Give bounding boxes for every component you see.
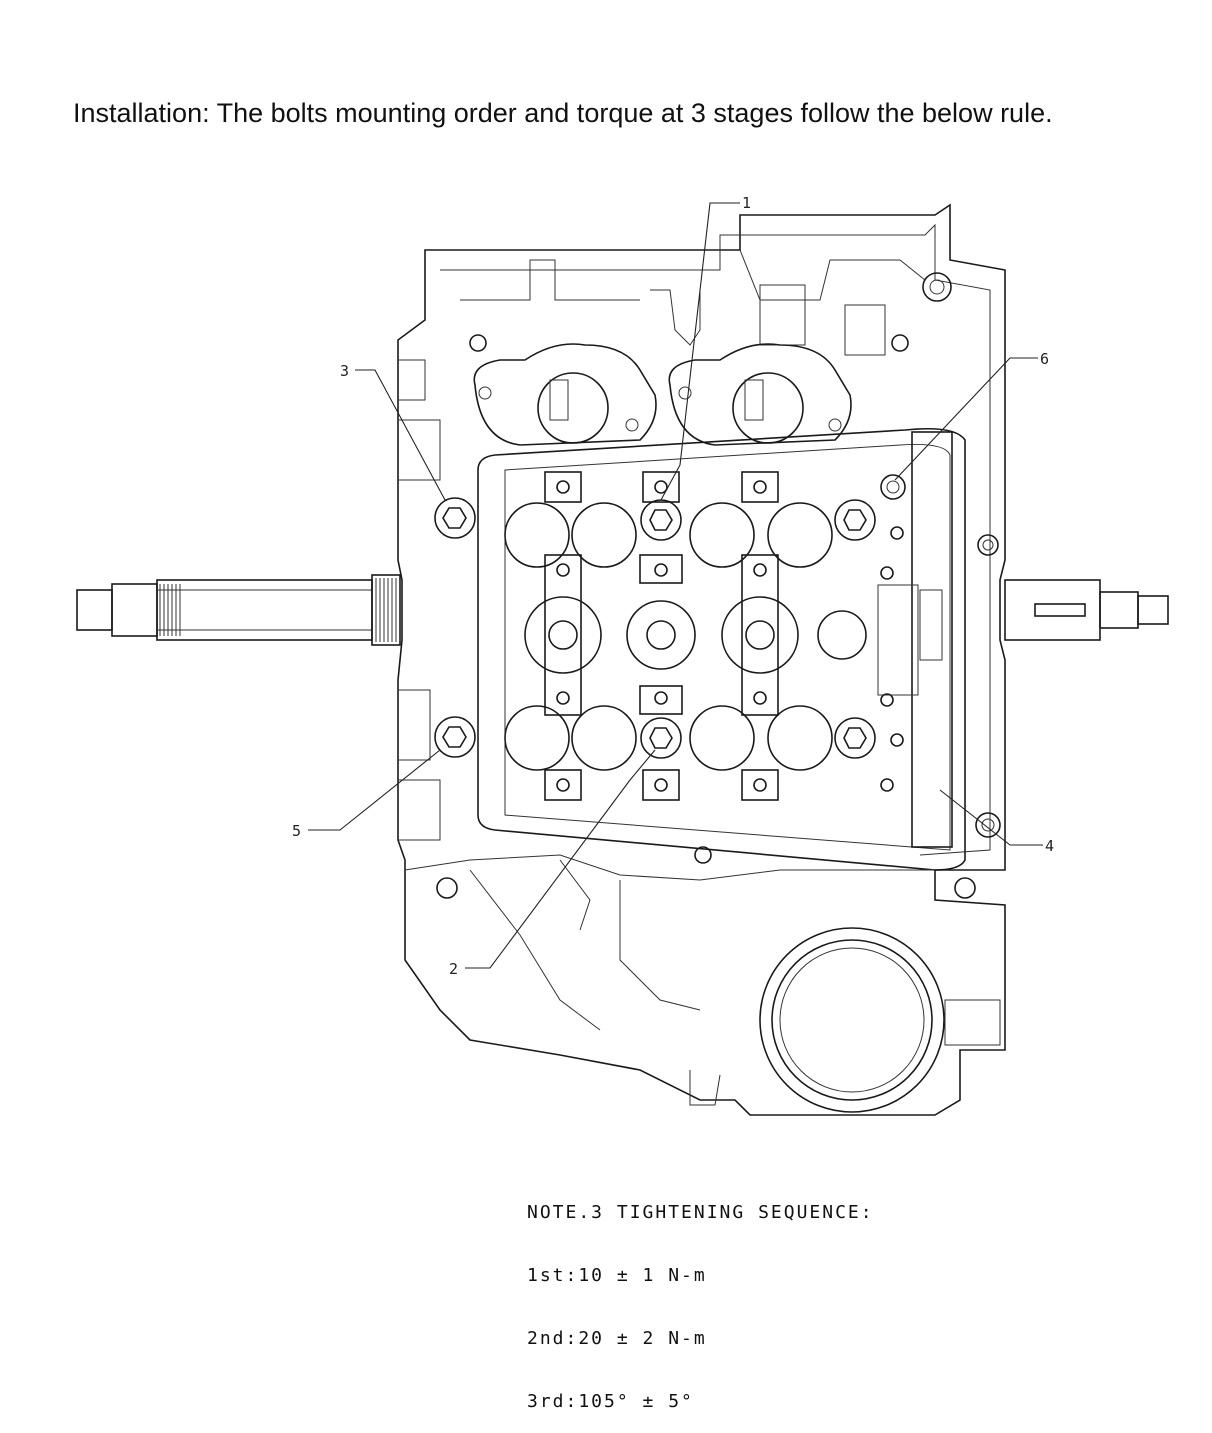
note-stage-1: 1st:10 ± 1 N-m — [527, 1265, 707, 1286]
spark-plug-bosses — [524, 596, 867, 674]
head-bolts — [434, 474, 1001, 838]
right-shaft — [1004, 579, 1169, 641]
callout-1: 1 — [742, 194, 751, 212]
tappets-bottom-row — [504, 705, 833, 771]
engine-block-outline — [397, 203, 1006, 1116]
note-stage-3: 3rd:105° ± 5° — [527, 1391, 694, 1412]
callout-3: 3 — [340, 362, 349, 380]
intake-port-left — [473, 343, 657, 446]
note-stage-2: 2nd:20 ± 2 N-m — [527, 1328, 707, 1349]
note-heading: NOTE.3 TIGHTENING SEQUENCE: — [527, 1202, 874, 1223]
intake-port-right — [668, 343, 852, 446]
tightening-sequence-note: NOTE.3 TIGHTENING SEQUENCE: 1st:10 ± 1 N… — [527, 1160, 874, 1433]
lower-housing — [404, 846, 976, 1106]
side-fasteners — [880, 526, 999, 792]
callout-2: 2 — [449, 960, 458, 978]
cam-caps — [544, 471, 779, 801]
engine-cylinder-head-drawing: 1 2 3 4 5 6 — [76, 194, 1169, 1116]
callout-4: 4 — [1045, 837, 1054, 855]
callout-5: 5 — [292, 822, 301, 840]
head-gasket-frame — [477, 427, 966, 871]
oil-filter-cap — [759, 927, 1001, 1113]
callout-leaders — [308, 202, 1043, 969]
callout-6: 6 — [1040, 350, 1049, 368]
tappets-top-row — [504, 502, 833, 568]
left-shaft — [76, 574, 401, 646]
instruction-caption: Installation: The bolts mounting order a… — [73, 98, 1053, 128]
